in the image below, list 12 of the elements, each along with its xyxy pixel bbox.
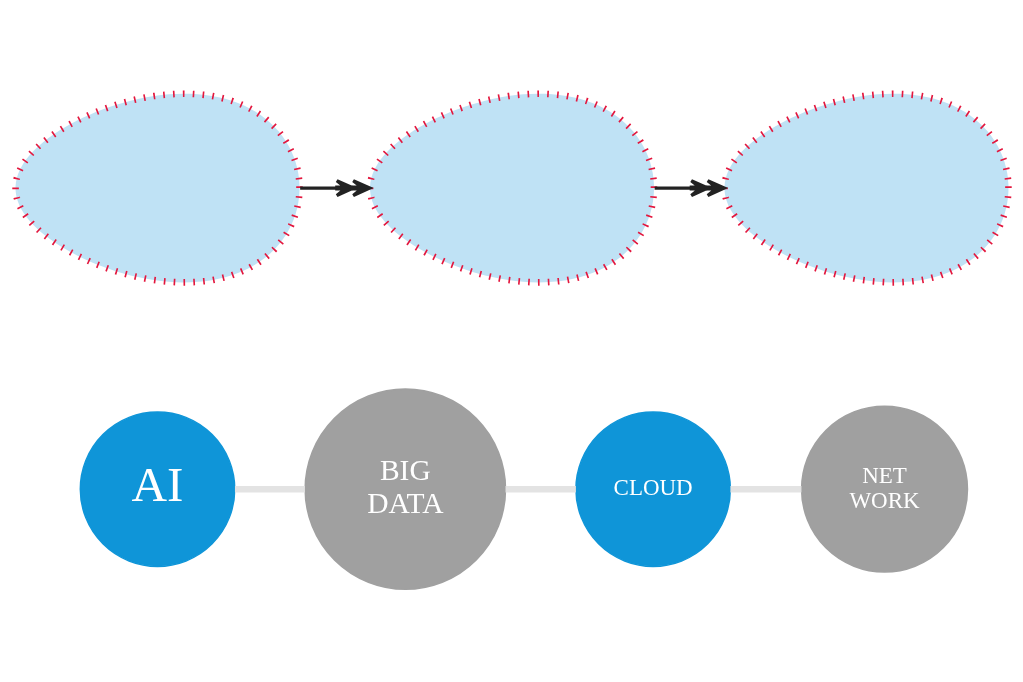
connector — [234, 485, 305, 492]
node-circle: NET WORK — [800, 405, 968, 573]
node-brain — [720, 89, 1012, 286]
node-brain — [11, 89, 303, 286]
node-circle: BIG DATA — [303, 387, 506, 590]
node-circle: AI — [79, 410, 235, 567]
connector — [729, 485, 801, 492]
connector — [505, 485, 576, 492]
arrow — [654, 178, 726, 197]
node-brain — [366, 89, 657, 286]
arrow — [299, 178, 371, 197]
node-circle: CLOUD — [574, 410, 731, 567]
